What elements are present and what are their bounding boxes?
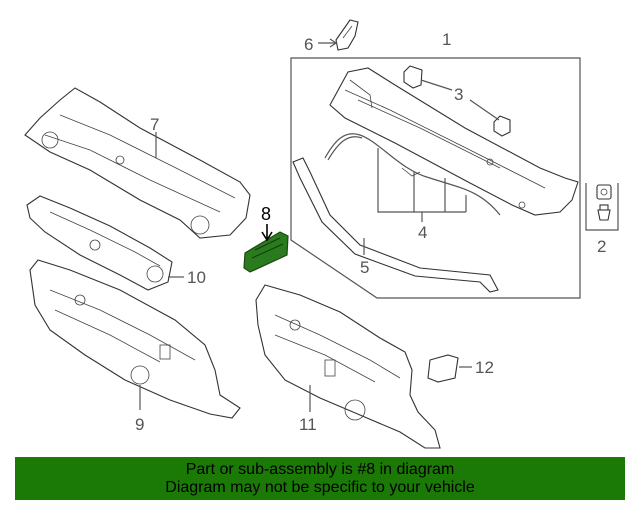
- parts-diagram: 1 2 3 4 5 6 7 8 9 10 11 12: [24, 19, 619, 449]
- part-2-clips: [596, 184, 612, 221]
- callout-1: 1: [442, 30, 451, 49]
- part-9-dash-insulator: [29, 259, 241, 419]
- callout-7: 7: [150, 115, 159, 134]
- banner-line-part: Part or sub-assembly is #8 in diagram: [185, 460, 455, 478]
- part-3-nozzles: [403, 65, 511, 137]
- callout-9: 9: [135, 415, 144, 434]
- part-6-bracket: [335, 19, 359, 51]
- callout-6: 6: [304, 35, 313, 54]
- callout-4: 4: [418, 223, 427, 242]
- callout-12: 12: [475, 358, 494, 377]
- part-5-seal: [292, 157, 499, 293]
- callout-5: 5: [360, 258, 369, 277]
- part-7-cowl-panel: [24, 87, 251, 239]
- callout-2: 2: [597, 237, 606, 256]
- callout-3: 3: [454, 85, 463, 104]
- part-4-hoses: [324, 133, 501, 216]
- banner-line-disclaimer: Diagram may not be specific to your vehi…: [165, 478, 475, 496]
- assembly-box-1: [290, 57, 581, 299]
- callout-11: 11: [299, 415, 317, 434]
- part-11-dash-panel: [255, 284, 441, 449]
- part-10-insulator: [26, 195, 173, 291]
- part-8-highlighted: [243, 231, 289, 273]
- callout-8: 8: [261, 204, 271, 224]
- part-12-pad: [427, 354, 459, 383]
- callout-10: 10: [187, 268, 206, 287]
- info-banner: Part or sub-assembly is #8 in diagram Di…: [15, 457, 625, 500]
- part-1-cowl-panel: [329, 67, 579, 216]
